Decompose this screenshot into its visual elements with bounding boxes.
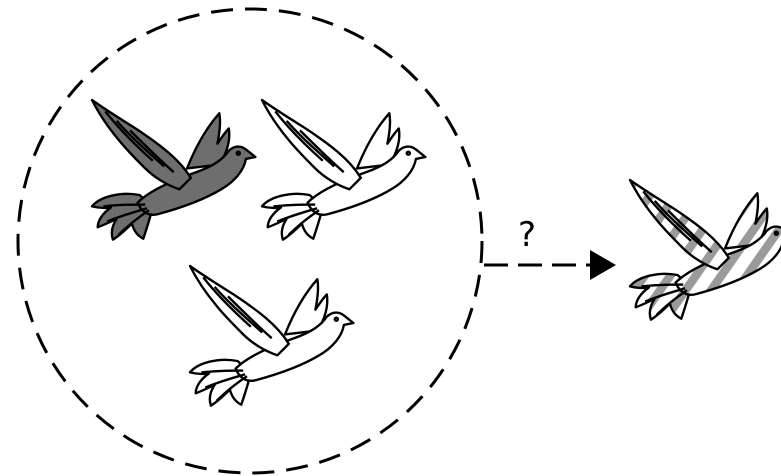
group-boundary-circle <box>18 9 482 473</box>
arrow-head-icon <box>590 250 616 280</box>
question-label: ? <box>518 215 536 255</box>
dove-gray-icon <box>92 100 255 240</box>
dove-striped-icon <box>630 180 781 320</box>
dove-white-top-icon <box>262 100 425 240</box>
dove-white-bottom-icon <box>190 266 353 406</box>
